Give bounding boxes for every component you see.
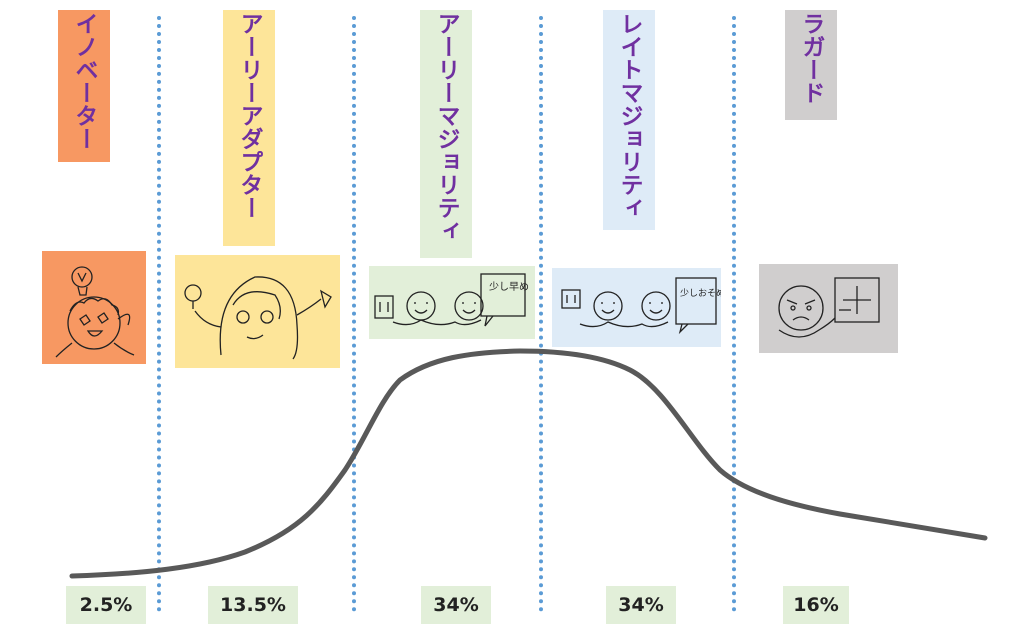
- percent-laggards: 16%: [783, 586, 849, 624]
- divider-4: [732, 16, 736, 612]
- segment-label-innovators: イノベーター: [58, 10, 110, 162]
- divider-3: [539, 16, 543, 612]
- percent-innovators: 2.5%: [66, 586, 146, 624]
- segment-label-late-majority: レイトマジョリティ: [603, 10, 655, 230]
- percent-early-majority: 34%: [421, 586, 491, 624]
- early-adopter-illustration: [175, 255, 340, 368]
- late-majority-note: 少しおそめ: [680, 288, 721, 299]
- segment-label-early-adopters: アーリーアダプター: [223, 10, 275, 246]
- percent-late-majority: 34%: [606, 586, 676, 624]
- innovator-illustration: [42, 251, 146, 364]
- segment-label-early-majority: アーリーマジョリティ: [420, 10, 472, 258]
- divider-2: [352, 16, 356, 612]
- segment-label-laggards: ラガード: [785, 10, 837, 120]
- early-majority-note: 少し早め: [489, 281, 529, 293]
- early-majority-illustration: 少し早め: [369, 266, 535, 339]
- percent-early-adopters: 13.5%: [208, 586, 298, 624]
- late-majority-illustration: 少しおそめ: [552, 268, 721, 347]
- divider-1: [157, 16, 161, 612]
- laggard-illustration: [759, 264, 898, 353]
